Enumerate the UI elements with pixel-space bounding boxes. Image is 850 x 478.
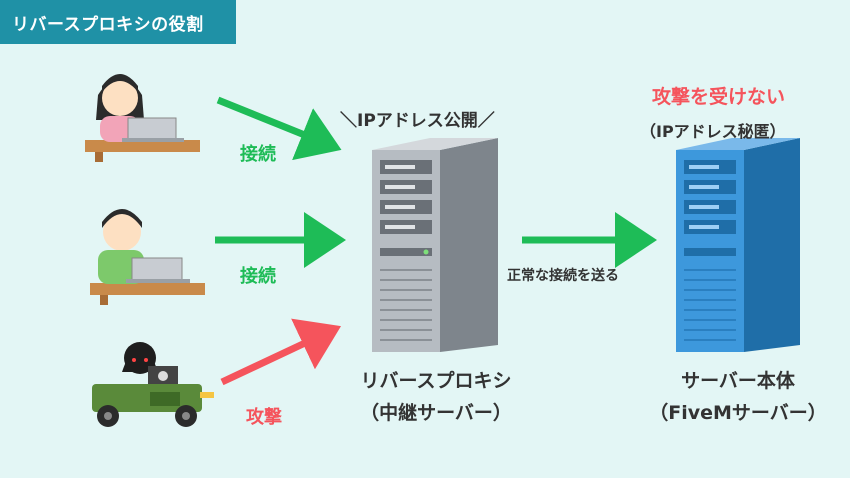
main-sub-label: （FiveMサーバー） bbox=[649, 402, 827, 424]
man-user-icon bbox=[90, 209, 205, 305]
ip-hidden-label: （IPアドレス秘匿） bbox=[640, 122, 786, 141]
normal-connect-label: 正常な接続を送る bbox=[507, 268, 619, 284]
main-server-icon bbox=[676, 138, 800, 352]
page-title: リバースプロキシの役割 bbox=[12, 14, 204, 35]
attacker-icon bbox=[92, 342, 214, 427]
proxy-sub-label: （中継サーバー） bbox=[360, 402, 512, 424]
ip-public-label: ＼IPアドレス公開／ bbox=[340, 111, 495, 131]
title-badge: リバースプロキシの役割 bbox=[0, 0, 236, 44]
attack-arrow bbox=[220, 318, 342, 386]
woman-user-icon bbox=[85, 74, 200, 162]
connect-arrow-1 bbox=[216, 96, 342, 161]
main-name-label: サーバー本体 bbox=[681, 370, 795, 392]
no-attack-label: 攻撃を受けない bbox=[652, 86, 786, 108]
proxy-server-icon bbox=[372, 138, 498, 352]
connect-label-1: 接続 bbox=[240, 144, 276, 165]
attack-label: 攻撃 bbox=[246, 407, 282, 428]
proxy-name-label: リバースプロキシ bbox=[360, 370, 512, 392]
connect-label-2: 接続 bbox=[240, 266, 276, 287]
